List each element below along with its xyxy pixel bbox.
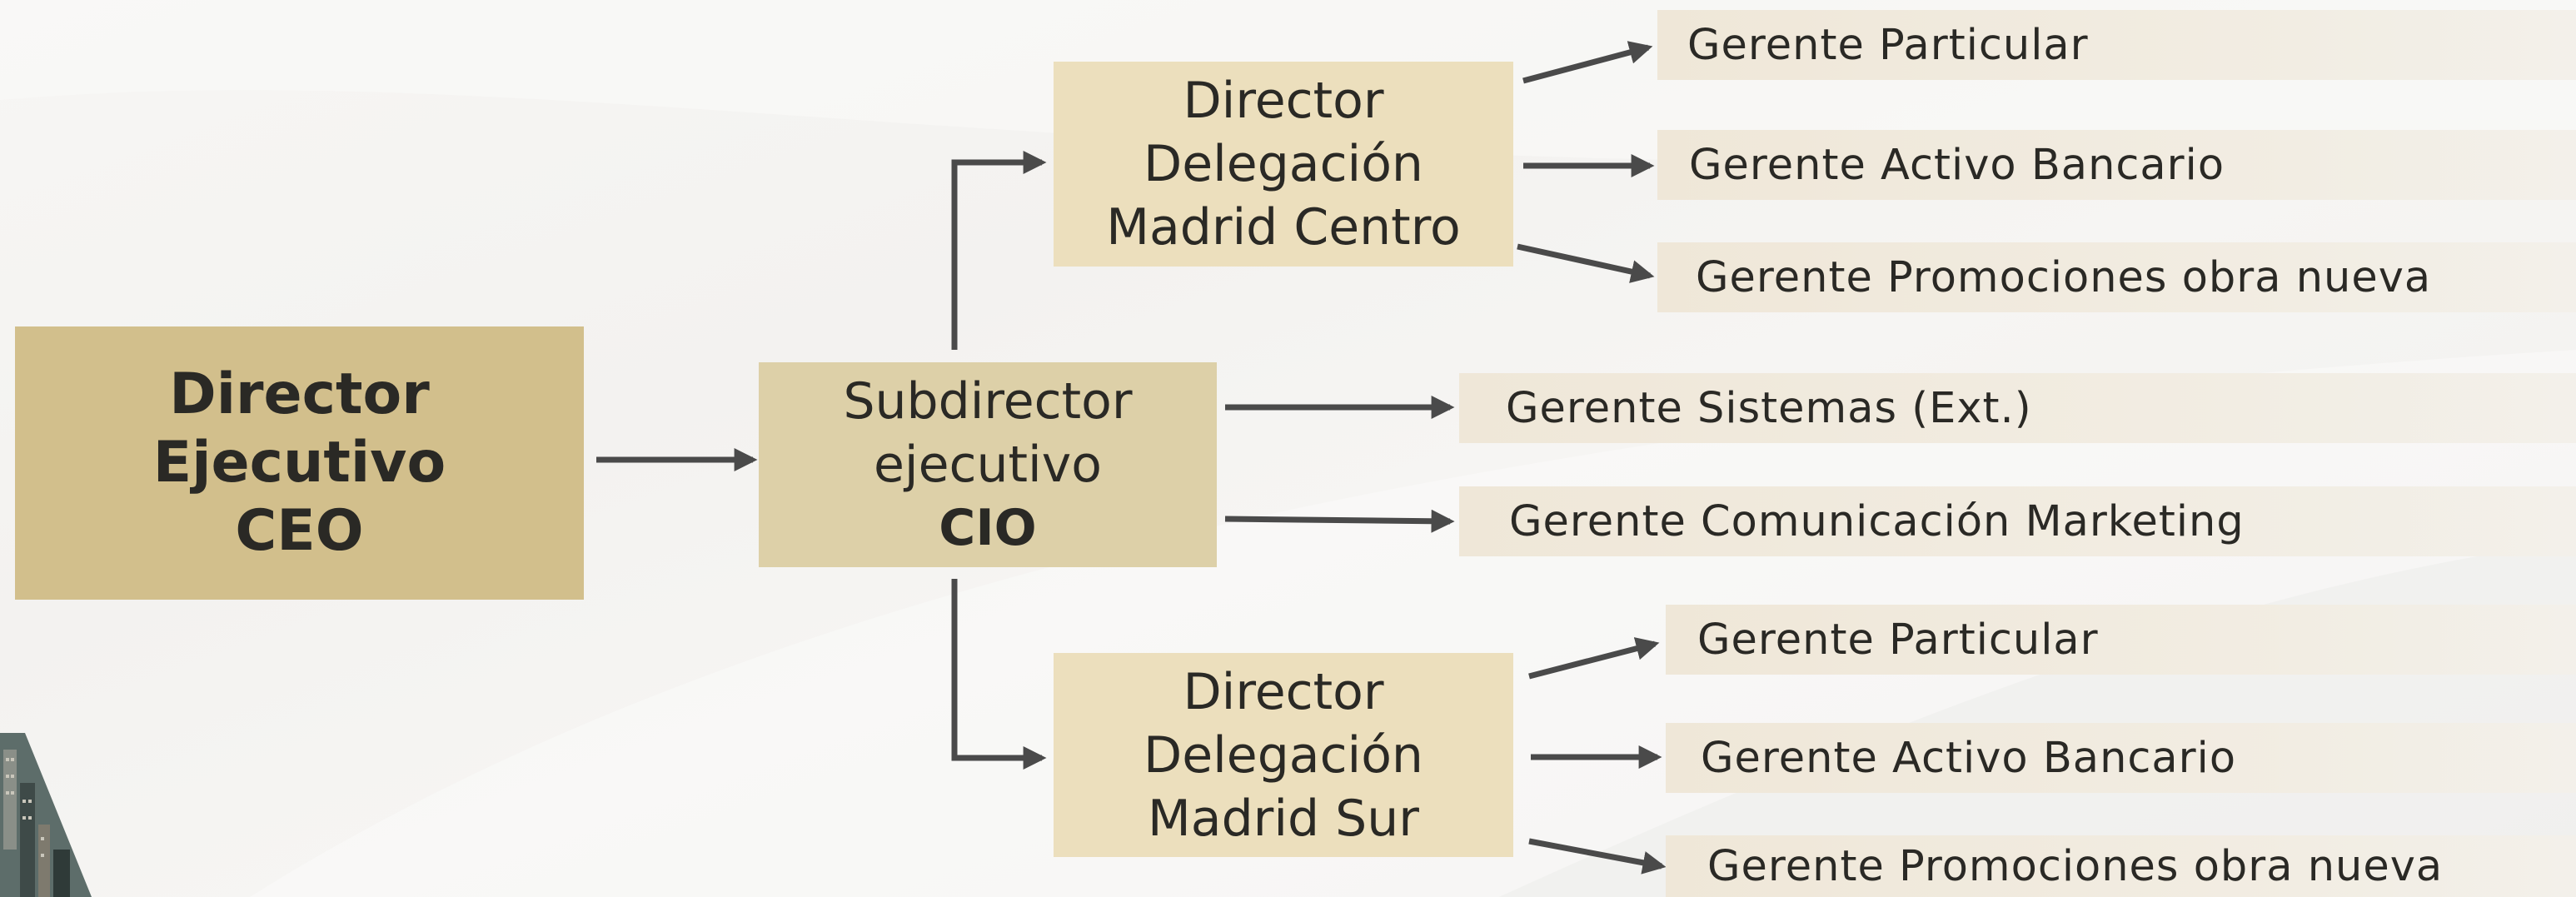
manager-centro-activo-bancario: Gerente Activo Bancario xyxy=(1657,130,2576,200)
ceo-acronym: CEO xyxy=(235,498,364,564)
manager-comunicacion-marketing: Gerente Comunicación Marketing xyxy=(1459,486,2576,556)
city-photo-fragment xyxy=(0,733,92,897)
manager-sur-promociones: Gerente Promociones obra nueva xyxy=(1666,835,2576,897)
manager-label: Gerente Activo Bancario xyxy=(1689,140,2225,190)
manager-label: Gerente Promociones obra nueva xyxy=(1696,252,2432,302)
cio-title-line1: Subdirector xyxy=(843,372,1133,431)
manager-label: Gerente Promociones obra nueva xyxy=(1707,841,2444,891)
manager-centro-particular: Gerente Particular xyxy=(1657,10,2576,80)
manager-centro-promociones: Gerente Promociones obra nueva xyxy=(1657,242,2576,312)
ceo-box: Director Ejecutivo CEO xyxy=(15,326,584,600)
cio-box: Subdirector ejecutivo CIO xyxy=(759,362,1217,567)
cio-title-line2: ejecutivo xyxy=(874,436,1102,494)
director-madrid-sur-box: Director Delegación Madrid Sur xyxy=(1054,653,1513,857)
director-madrid-centro-label: Director Delegación Madrid Centro xyxy=(1106,72,1461,257)
manager-label: Gerente Activo Bancario xyxy=(1701,733,2237,783)
director-madrid-centro-box: Director Delegación Madrid Centro xyxy=(1054,62,1513,267)
director-madrid-sur-label: Director Delegación Madrid Sur xyxy=(1144,662,1423,848)
manager-sur-activo-bancario: Gerente Activo Bancario xyxy=(1666,723,2576,793)
ceo-title: Director Ejecutivo xyxy=(152,361,446,496)
cio-acronym: CIO xyxy=(939,499,1037,557)
manager-label: Gerente Sistemas (Ext.) xyxy=(1506,383,2032,433)
manager-label: Gerente Particular xyxy=(1697,615,2099,665)
manager-label: Gerente Comunicación Marketing xyxy=(1509,496,2245,546)
manager-sur-particular: Gerente Particular xyxy=(1666,605,2576,675)
manager-sistemas: Gerente Sistemas (Ext.) xyxy=(1459,373,2576,443)
manager-label: Gerente Particular xyxy=(1687,20,2089,70)
